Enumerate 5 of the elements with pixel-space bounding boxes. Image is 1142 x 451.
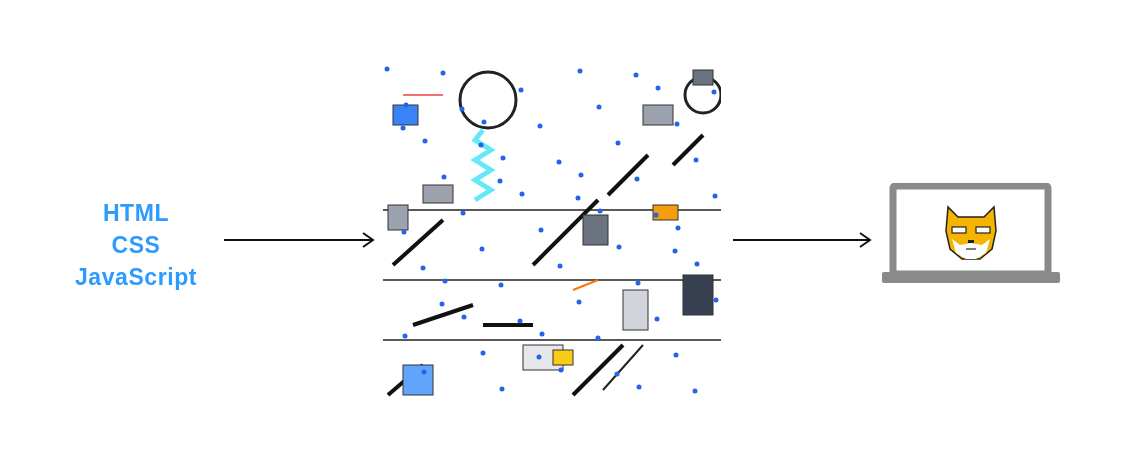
label: JavaScript	[74, 263, 198, 292]
arrow	[223, 232, 374, 248]
arrow	[732, 232, 871, 248]
label: HTML	[102, 199, 170, 228]
label: CSS	[111, 231, 161, 260]
